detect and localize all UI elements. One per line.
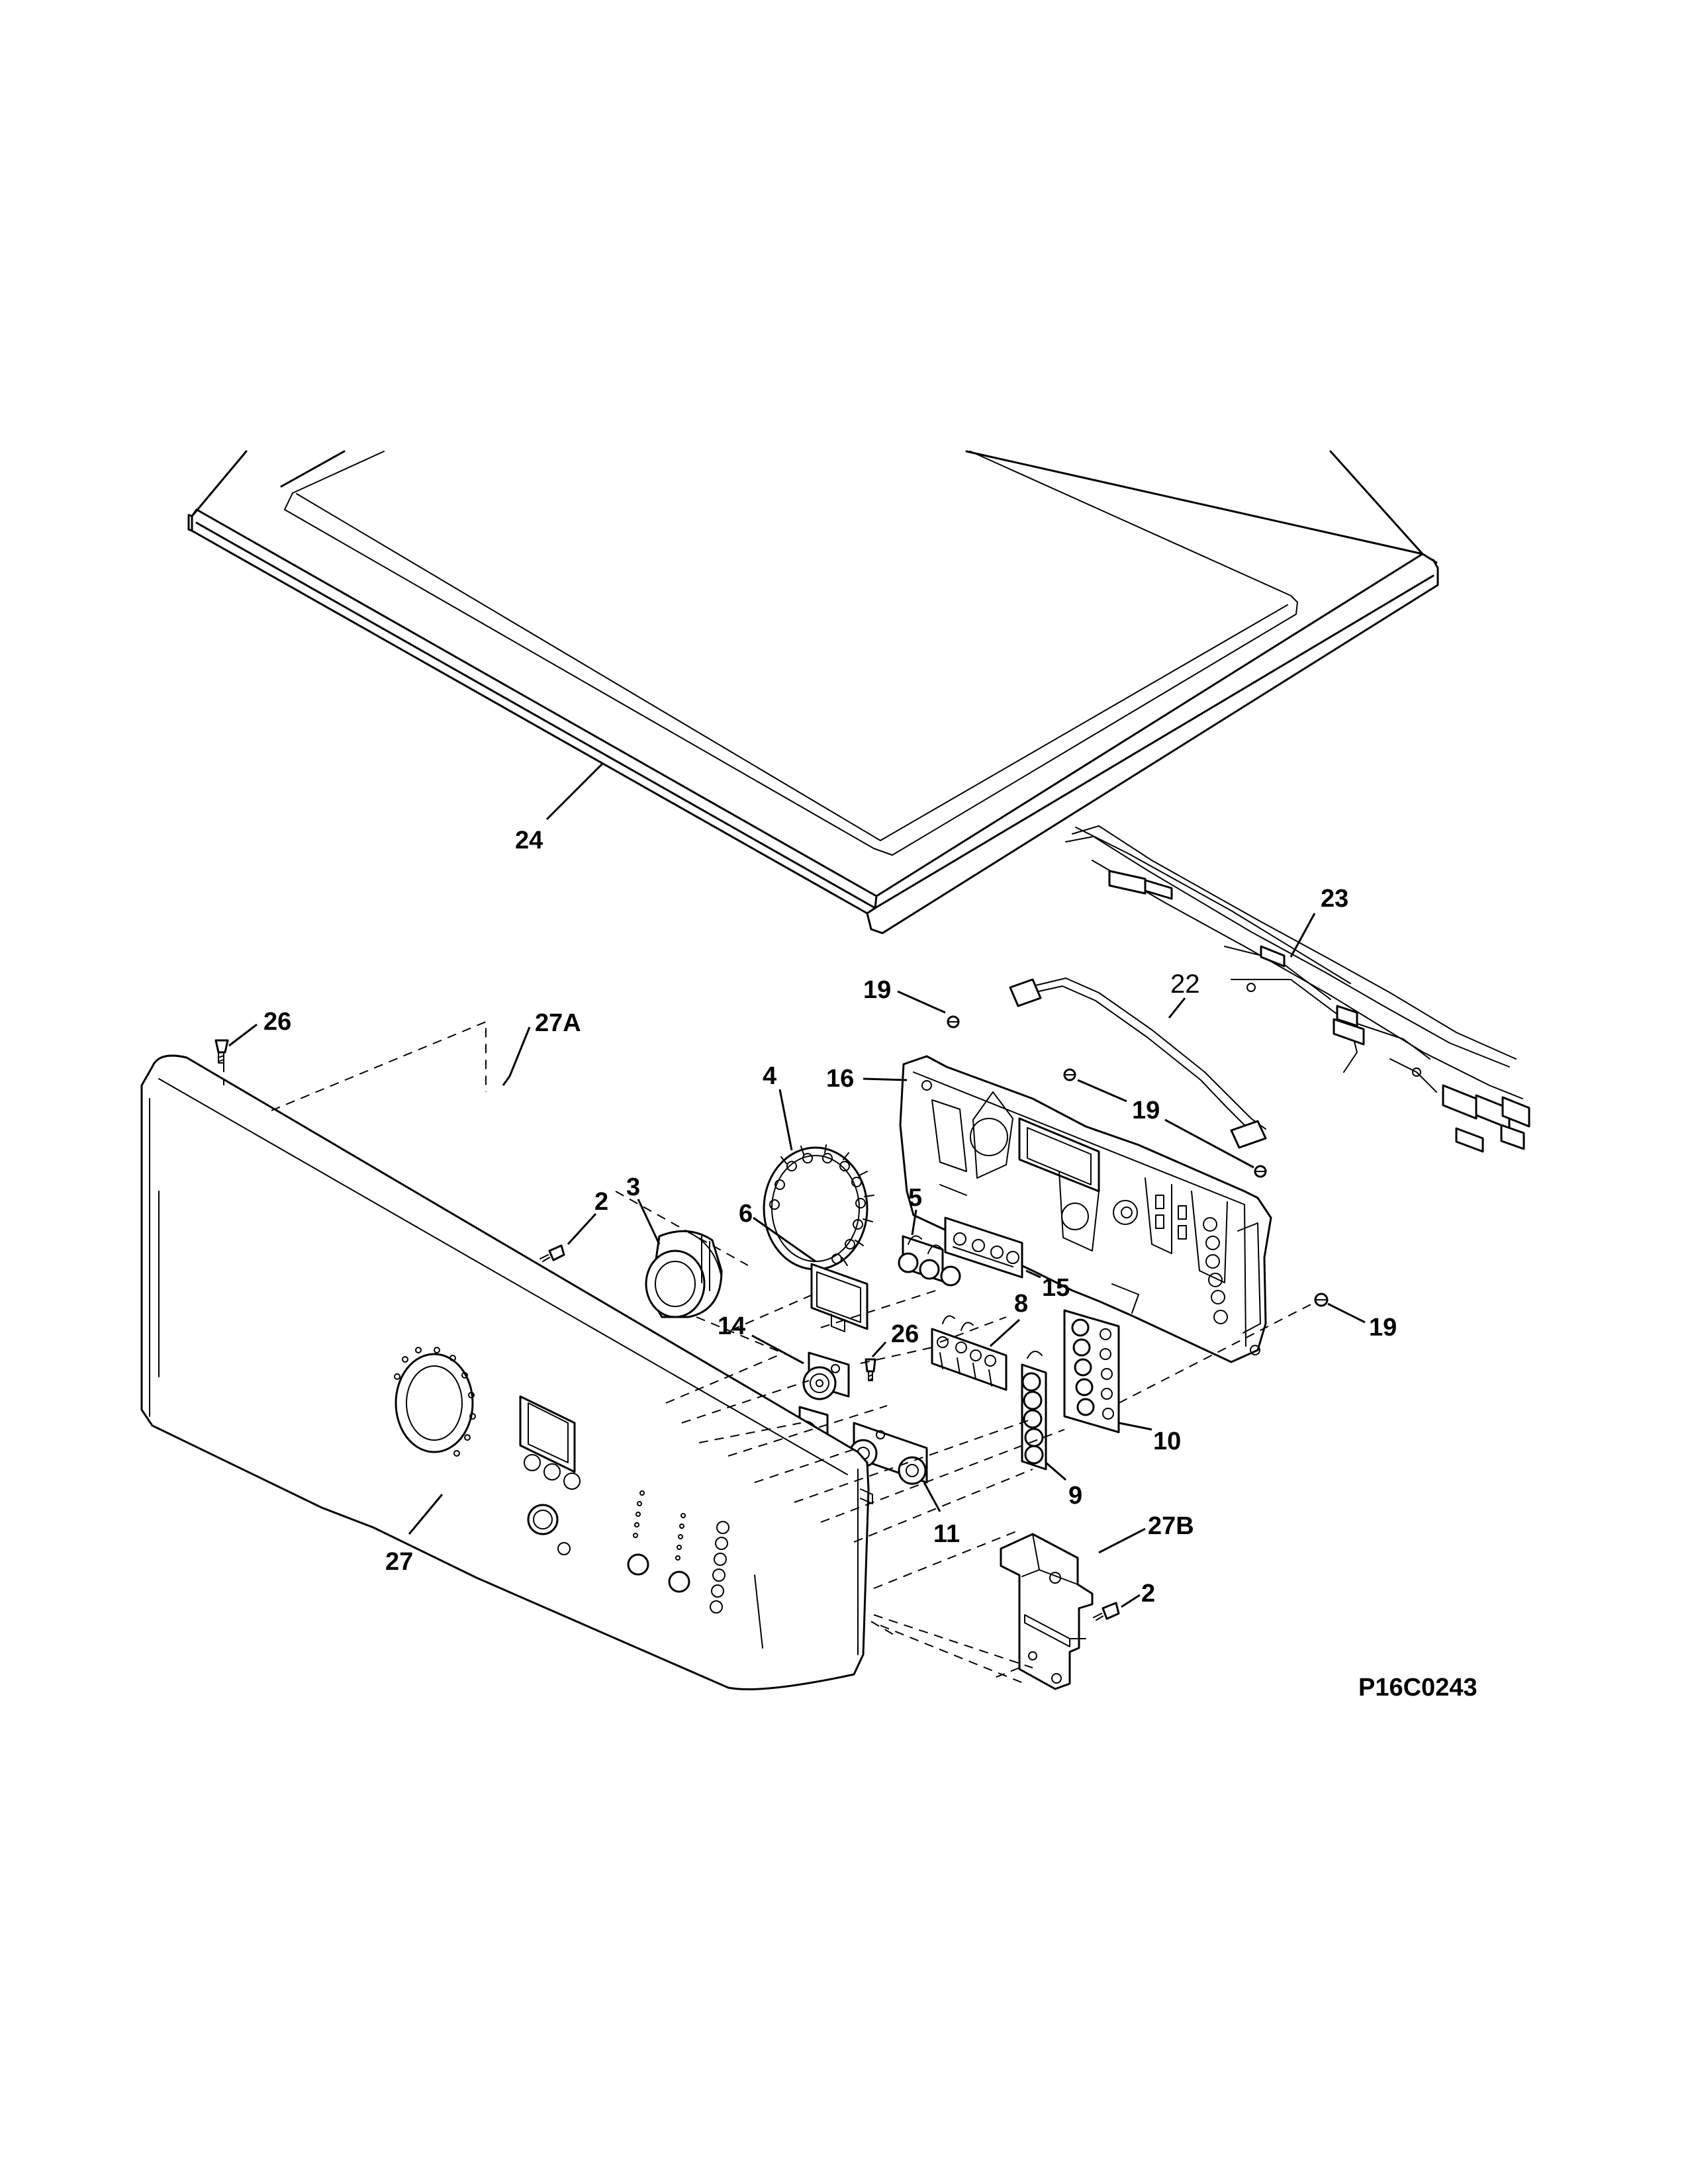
bracket-part-27B bbox=[1000, 1533, 1094, 1690]
screw-part-19-middle bbox=[1063, 1068, 1267, 1178]
screw-part-19-right bbox=[1314, 1293, 1329, 1307]
screw-part-2-lower bbox=[1093, 1602, 1120, 1621]
screw-part-26-middle bbox=[865, 1358, 876, 1381]
led-board-part-10 bbox=[1063, 1309, 1120, 1433]
wire-harness-part-23 bbox=[1065, 825, 1530, 1153]
callout-2-lower: 2 bbox=[1141, 1580, 1155, 1608]
callout-9: 9 bbox=[1068, 1482, 1082, 1510]
callout-19-middle: 19 bbox=[1132, 1097, 1160, 1124]
callout-27B: 27B bbox=[1148, 1512, 1194, 1540]
diagram-code: P16C0243 bbox=[1358, 1674, 1477, 1702]
display-lens-part-6 bbox=[810, 1263, 868, 1332]
button-part-5 bbox=[898, 1235, 961, 1287]
knob-part-3 bbox=[645, 1230, 723, 1318]
rotary-switch-part-14 bbox=[802, 1351, 850, 1400]
callout-2-upper: 2 bbox=[594, 1188, 608, 1216]
callout-11: 11 bbox=[933, 1520, 960, 1548]
callout-27: 27 bbox=[385, 1548, 413, 1576]
callout-3: 3 bbox=[626, 1173, 640, 1201]
led-strip-part-9 bbox=[1021, 1351, 1047, 1471]
button-bar-part-15 bbox=[944, 1216, 1023, 1279]
callout-26-left: 26 bbox=[263, 1008, 291, 1036]
callout-10: 10 bbox=[1153, 1428, 1181, 1455]
wire-part-22 bbox=[1009, 978, 1267, 1149]
callout-26-middle: 26 bbox=[891, 1320, 919, 1348]
callout-19-upper: 19 bbox=[863, 976, 891, 1004]
top-panel-part-24 bbox=[187, 450, 1439, 934]
callout-16: 16 bbox=[826, 1065, 854, 1093]
screw-part-19-upper bbox=[947, 1015, 960, 1028]
callout-5: 5 bbox=[908, 1184, 922, 1212]
console-part-27 bbox=[140, 1054, 873, 1690]
callout-15: 15 bbox=[1042, 1274, 1070, 1302]
screw-part-2-upper bbox=[539, 1244, 565, 1262]
screw-part-26-left bbox=[214, 1039, 229, 1064]
callout-22: 22 bbox=[1170, 970, 1200, 999]
callout-4: 4 bbox=[763, 1062, 776, 1090]
callout-8: 8 bbox=[1014, 1290, 1028, 1318]
assembly-guide-lines bbox=[223, 1021, 1315, 1684]
callout-27A: 27A bbox=[535, 1009, 581, 1037]
callout-6: 6 bbox=[739, 1200, 753, 1228]
switch-bracket-part-8 bbox=[931, 1315, 1008, 1391]
led-ring-part-4 bbox=[763, 1144, 874, 1271]
callout-19-right: 19 bbox=[1369, 1314, 1397, 1342]
callout-24: 24 bbox=[515, 827, 543, 854]
callout-23: 23 bbox=[1321, 885, 1348, 913]
